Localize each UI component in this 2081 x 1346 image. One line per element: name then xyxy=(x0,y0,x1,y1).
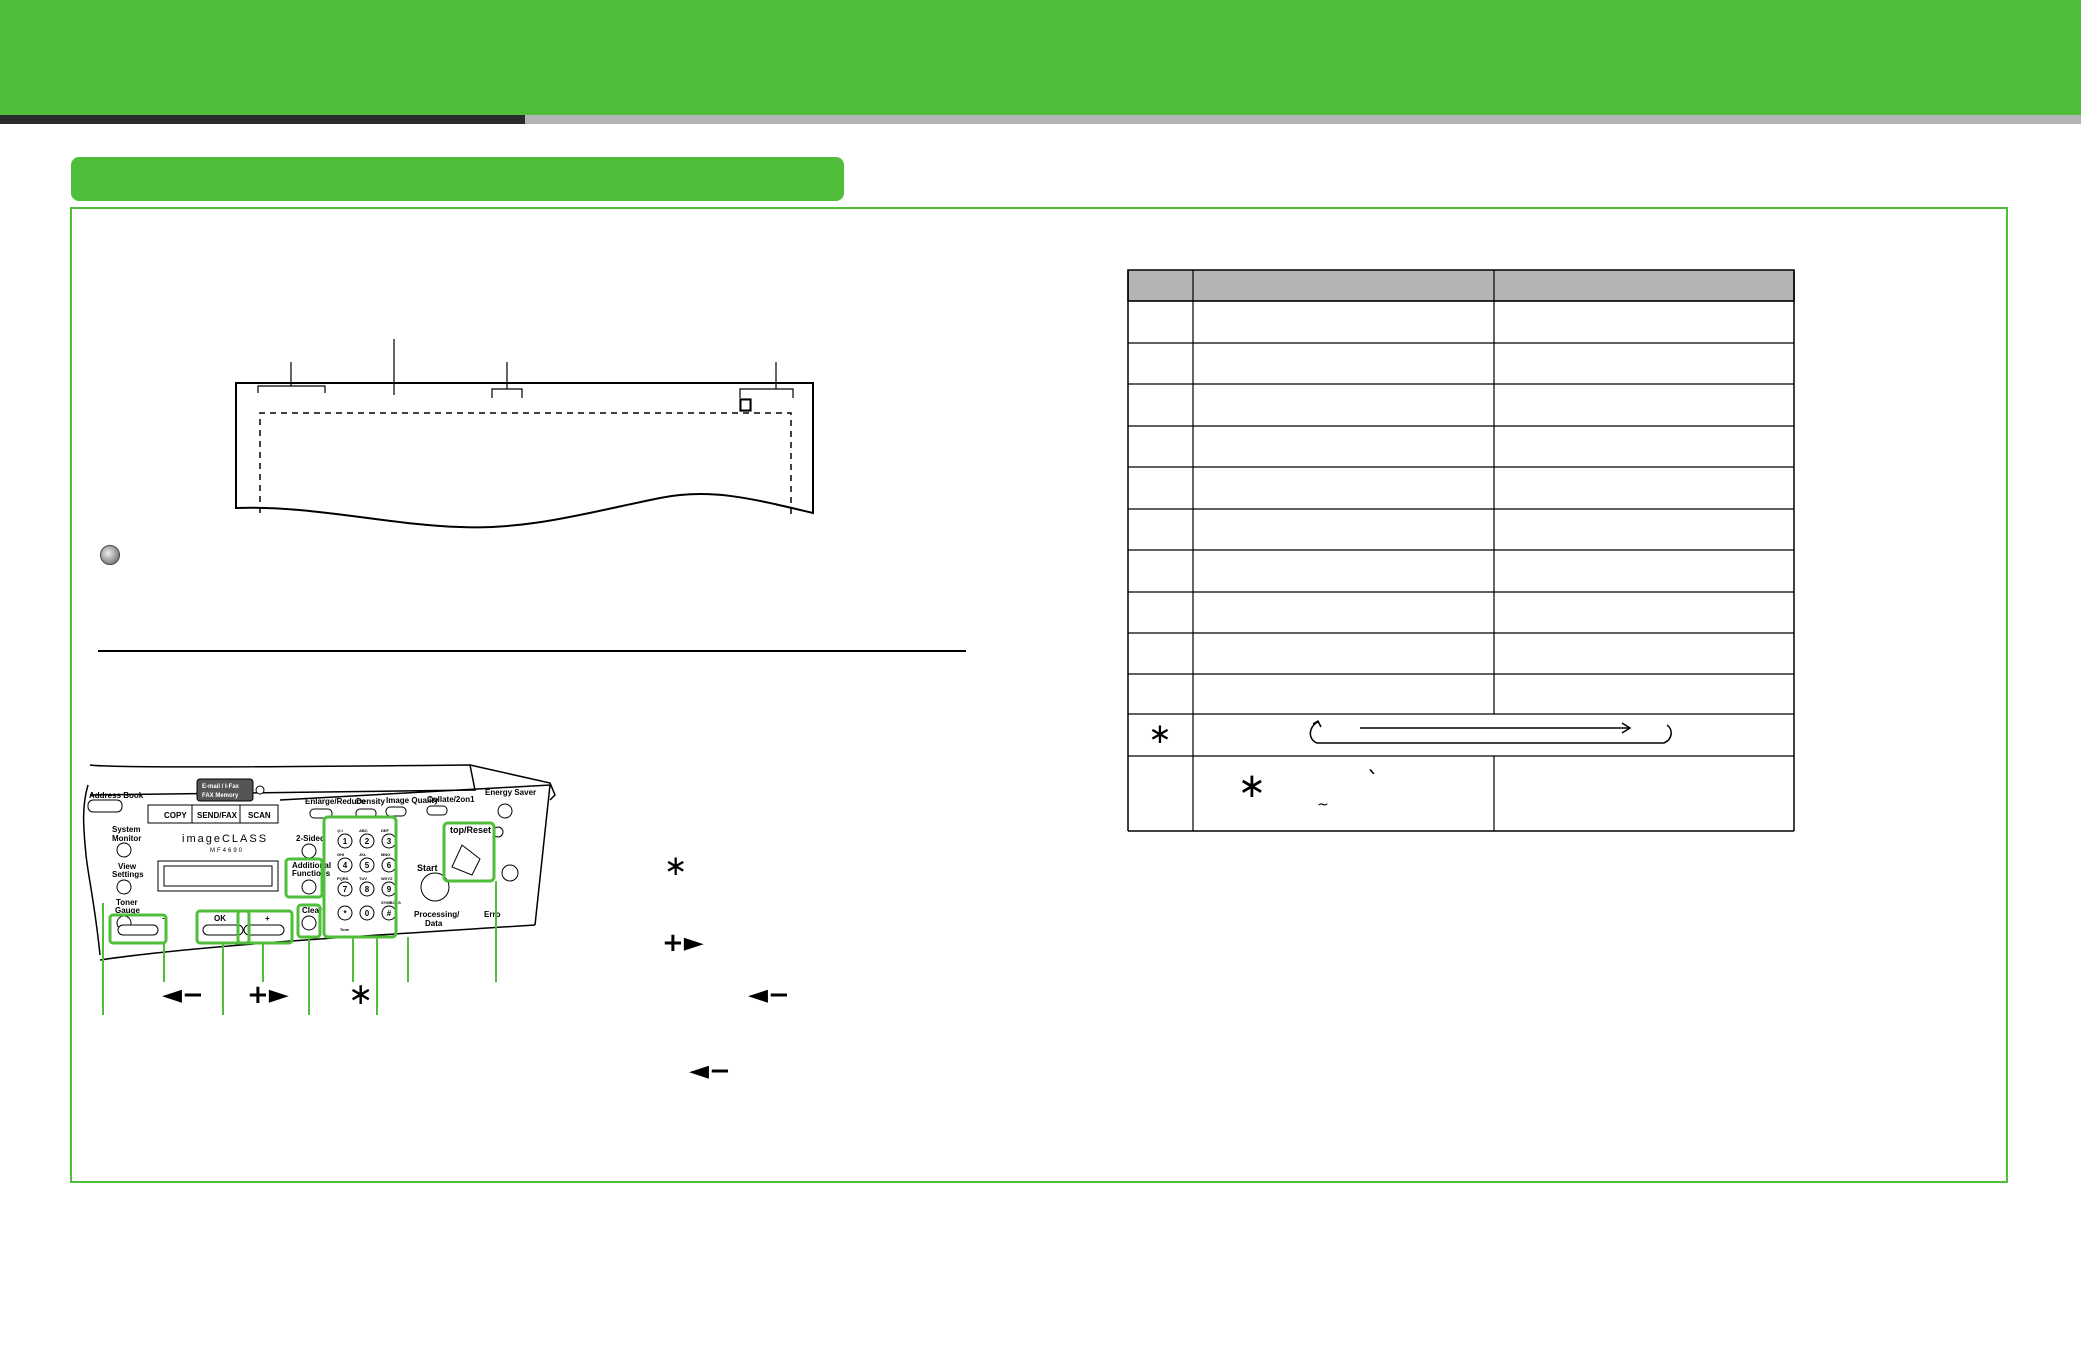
tone-label: Tone xyxy=(340,927,350,932)
tilde-symbol: ~ xyxy=(1317,797,1329,813)
table-star-key: ∗ xyxy=(1238,766,1267,806)
keypad-key-9 xyxy=(337,905,353,921)
processing-data-label: Processing/ xyxy=(414,910,460,919)
header-banner xyxy=(0,0,2081,115)
image-quality-label: Image Quality xyxy=(386,796,439,805)
instruction-star-glyph: ∗ xyxy=(664,849,688,882)
table-header-row xyxy=(1127,269,1795,302)
instruction-minus-glyph-1: ◄− xyxy=(748,980,790,1010)
fax-memory-label: FAX Memory xyxy=(202,793,239,799)
keypad-key-label: * xyxy=(343,909,347,918)
control-panel-illustration: Address Book COPY SEND/FAX SCAN E-mail /… xyxy=(82,764,556,1015)
keypad-letters-label: SYMBOLS xyxy=(381,900,401,905)
keypad-key-1 xyxy=(359,833,375,849)
keypad-letters-label: @./ xyxy=(337,828,344,833)
section-divider xyxy=(98,650,966,652)
email-indicator-label: E-mail / I-Fax xyxy=(202,784,240,790)
copy-button-label: COPY xyxy=(164,811,187,820)
keypad-key-label: 2 xyxy=(365,837,370,846)
keypad-key-4 xyxy=(359,857,375,873)
ok-label: OK xyxy=(214,914,226,923)
system-monitor-label: System xyxy=(112,825,140,834)
model-label: MF4690 xyxy=(210,848,244,854)
svg-text:Monitor: Monitor xyxy=(112,834,141,843)
density-label: Density xyxy=(356,797,385,806)
send-fax-button-label: SEND/FAX xyxy=(197,811,238,820)
document-page-icon xyxy=(740,399,751,411)
address-book-label: Address Book xyxy=(89,791,144,800)
keypad-key-0 xyxy=(337,833,353,849)
callout-star-label: ∗ xyxy=(348,977,374,1012)
additional-functions-label: Additional xyxy=(292,861,331,870)
instruction-plus-glyph: +► xyxy=(662,928,704,958)
keypad-key-7 xyxy=(359,881,375,897)
keypad-letters-label: DEF xyxy=(381,828,390,833)
enlarge-reduce-label: Enlarge/Reduce xyxy=(305,797,366,806)
svg-text:Gauge: Gauge xyxy=(115,906,140,915)
keypad-letters-label: GHI xyxy=(337,852,344,857)
cycle-arrow xyxy=(1309,719,1672,744)
svg-text:Functions: Functions xyxy=(292,869,331,878)
scan-button-label: SCAN xyxy=(248,811,271,820)
brand-label: imageCLASS xyxy=(182,833,268,845)
plus-key-label: + xyxy=(265,914,270,923)
keypad-key-label: # xyxy=(387,909,392,918)
keypad-key-label: 7 xyxy=(343,885,348,894)
energy-saver-label: Energy Saver xyxy=(485,788,536,797)
two-sided-label: 2-Sided xyxy=(296,834,325,843)
view-settings-label: View xyxy=(118,862,137,871)
character-input-table: ∗ ∗ ` ~ xyxy=(1127,269,1795,832)
svg-text:Data: Data xyxy=(425,919,443,928)
grave-accent-symbol: ` xyxy=(1367,767,1379,795)
note-pencil-icon xyxy=(100,545,120,565)
keypad-letters-label: ABC xyxy=(359,828,368,833)
start-label: Start xyxy=(417,863,438,873)
instruction-minus-glyph-2: ◄− xyxy=(689,1056,731,1086)
keypad-key-3 xyxy=(337,857,353,873)
callout-minus-label: ◄− xyxy=(162,980,204,1010)
header-accent-bar-gray xyxy=(525,115,2081,124)
table-star-symbol: ∗ xyxy=(1148,717,1171,750)
header-accent-bar-dark xyxy=(0,115,525,124)
keypad-key-label: 1 xyxy=(343,837,348,846)
keypad-letters-label: PQRS xyxy=(337,876,349,881)
keypad-key-label: 0 xyxy=(365,909,370,918)
stop-reset-label: top/Reset xyxy=(450,825,491,835)
svg-text:Settings: Settings xyxy=(112,870,144,879)
callout-highlights xyxy=(108,815,496,945)
keypad-letters-label: JKL xyxy=(359,852,367,857)
clear-label: Clear xyxy=(302,906,322,915)
content-frame xyxy=(70,207,2008,1183)
keypad-key-label: 3 xyxy=(387,837,392,846)
keypad-letters-label: WXYZ xyxy=(381,876,393,881)
keypad-letters-label: TUV xyxy=(359,876,367,881)
collate-label: Collate/2on1 xyxy=(427,795,475,804)
callout-plus-label: +► xyxy=(247,980,289,1010)
keypad-key-label: 4 xyxy=(343,861,348,870)
keypad-key-label: 6 xyxy=(387,861,392,870)
keypad-key-label: 9 xyxy=(387,885,392,894)
keypad-key-label: 5 xyxy=(365,861,370,870)
error-label: Erro xyxy=(484,910,501,919)
keypad-key-6 xyxy=(337,881,353,897)
toner-gauge-label: Toner xyxy=(116,898,138,907)
sample-printout-diagram xyxy=(235,339,814,529)
keypad-key-label: 8 xyxy=(365,885,370,894)
section-title-tab xyxy=(71,157,844,201)
keypad-letters-label: MNO xyxy=(381,852,390,857)
keypad-key-10 xyxy=(359,905,375,921)
